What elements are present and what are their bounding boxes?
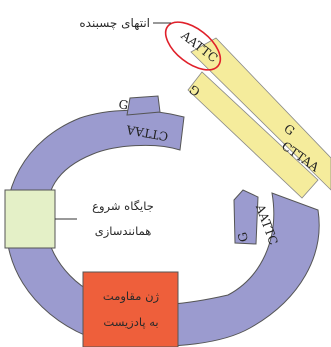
fragment-top-strand xyxy=(190,37,331,191)
plasmid-right-notch xyxy=(233,189,259,245)
sticky-end-label: انتهای چسبنده xyxy=(79,16,150,30)
origin-label-line2: همانندسازی xyxy=(95,224,152,239)
resistance-label-line1: ژن مقاومت xyxy=(103,289,160,304)
origin-label-line1: جایگاه شروع xyxy=(92,199,154,214)
origin-box xyxy=(4,189,56,249)
plasmid-left-g: G xyxy=(117,97,129,112)
sticky-end-ellipse xyxy=(164,21,222,71)
plasmid-right-g: G xyxy=(235,231,251,244)
resistance-gene-box xyxy=(82,271,179,347)
plasmid-left-notch xyxy=(126,95,161,116)
resistance-label-line2: به پادزیست xyxy=(103,315,158,330)
dna-fragment xyxy=(187,37,331,199)
fragment-bottom-strand xyxy=(187,71,319,199)
